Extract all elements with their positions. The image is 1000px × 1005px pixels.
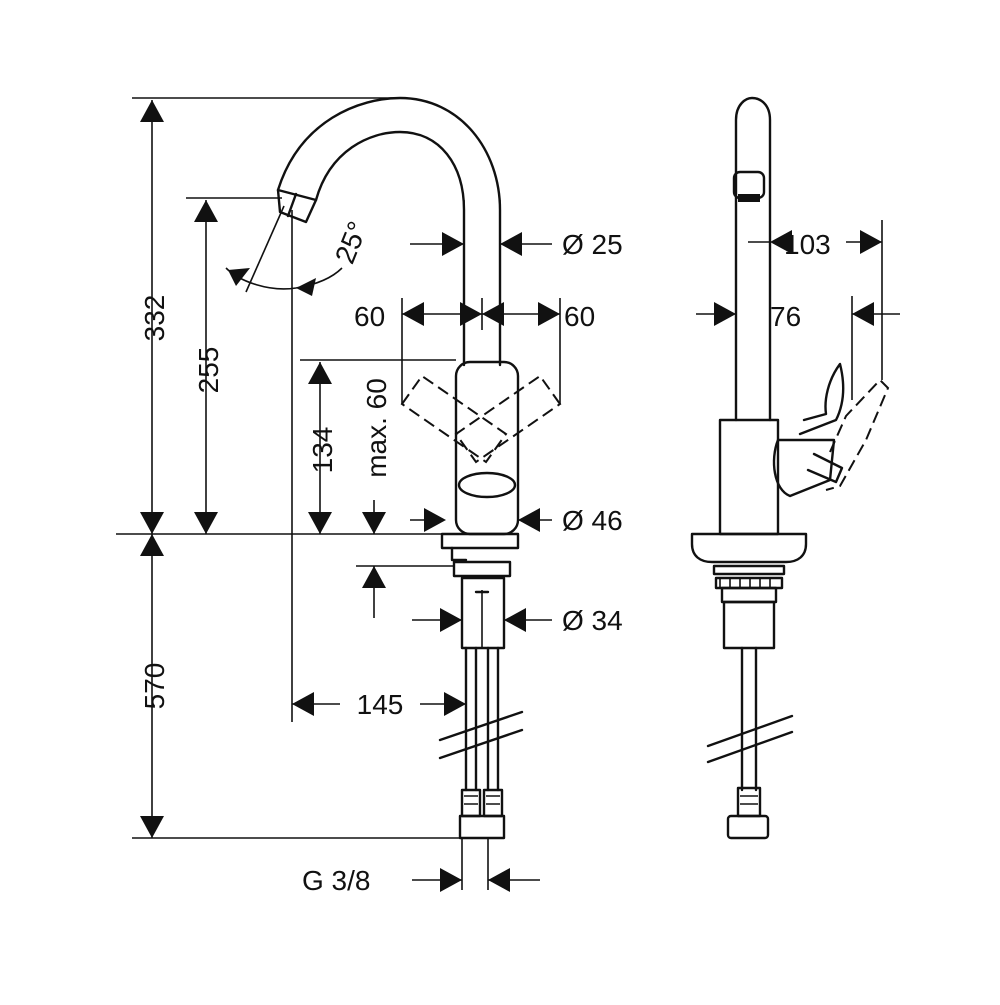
label-angle: 25° — [329, 217, 374, 268]
handle-right-position — [454, 374, 562, 464]
label-height-outlet: 255 — [193, 347, 224, 394]
spout-inner — [314, 130, 466, 367]
front-dimensions — [116, 97, 561, 892]
label-shank-diameter: Ø 34 — [562, 605, 623, 636]
label-handle-left: 60 — [354, 301, 385, 332]
label-spout-diameter: Ø 25 — [562, 229, 623, 260]
side-body — [718, 418, 780, 536]
base-flange — [440, 532, 520, 550]
label-body-diameter: Ø 46 — [562, 505, 623, 536]
lock-nut — [452, 560, 512, 578]
spout-tip — [276, 188, 318, 224]
spout-outer — [276, 96, 502, 367]
side-nut-top — [712, 564, 786, 576]
side-handle — [772, 438, 836, 498]
shank — [460, 576, 506, 650]
label-below-deck: 570 — [139, 663, 170, 710]
connector-left — [460, 788, 482, 818]
label-thread: G 3/8 — [302, 865, 370, 896]
connector-nut — [458, 814, 506, 840]
label-handle-travel: max. 60 — [361, 378, 392, 478]
connector-right — [482, 788, 504, 818]
side-spout — [734, 96, 772, 422]
handle-base — [457, 471, 517, 499]
label-height-body: 134 — [307, 427, 338, 474]
front-view-faucet — [276, 96, 562, 840]
dimension-labels: 332 255 134 max. 60 570 25° Ø 25 60 60 Ø… — [139, 217, 831, 896]
side-connector — [736, 786, 762, 818]
side-shank — [722, 600, 776, 650]
label-height-total: 332 — [139, 295, 170, 342]
label-handle-right: 60 — [564, 301, 595, 332]
side-view-faucet — [690, 96, 890, 840]
side-handle-dashed — [825, 378, 890, 491]
label-reach: 145 — [357, 689, 404, 720]
handle-left-position — [400, 374, 508, 464]
label-side-offset: 76 — [770, 301, 801, 332]
side-dimensions — [696, 210, 900, 400]
label-side-depth: 103 — [784, 229, 831, 260]
